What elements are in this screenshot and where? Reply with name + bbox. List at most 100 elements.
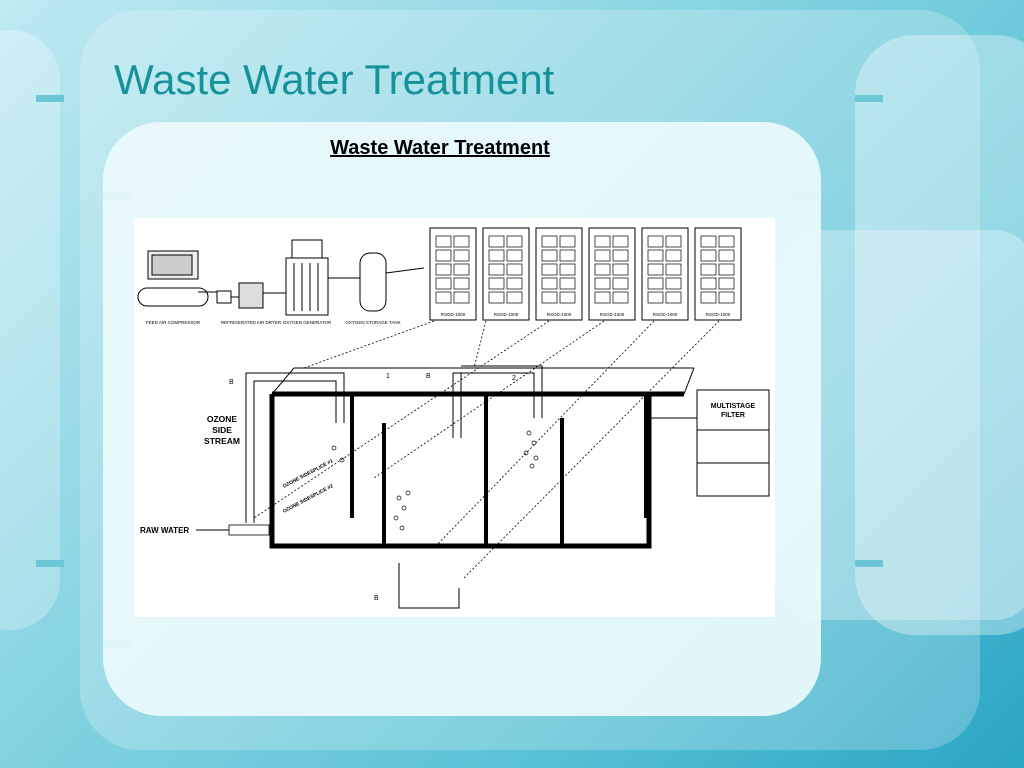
generator-unit-label: RSOD-1000 [547, 312, 572, 317]
generator-cell [435, 235, 452, 248]
equipment-label: REFRIGERATED AIR DRYER [221, 320, 282, 325]
decorative-tick [855, 95, 883, 102]
generator-cell [559, 235, 576, 248]
generator-cell [506, 263, 523, 276]
generator-cell [700, 291, 717, 304]
generator-unit-label: RSOD-1000 [441, 312, 466, 317]
generator-cell [647, 235, 664, 248]
decorative-tick [36, 560, 64, 567]
valve-label: B [426, 373, 431, 380]
generator-cell [594, 263, 611, 276]
generator-cell [665, 263, 682, 276]
sidesplice-label: OZONE SIDESPLICE #2 [282, 483, 334, 515]
equipment-label: FEED AIR COMPRESSOR [146, 320, 201, 325]
filter-label: FILTER [721, 412, 745, 419]
slide-title: Waste Water Treatment [114, 56, 555, 103]
equipment-label: OXYGEN STORAGE TANK [345, 320, 400, 325]
generator-cell [453, 291, 470, 304]
generator-cell [435, 263, 452, 276]
valve-label: B [374, 595, 379, 602]
air-compressor-icon [137, 250, 209, 307]
background-panel [0, 30, 60, 630]
generator-cell [700, 235, 717, 248]
air-dryer-icon [216, 282, 264, 309]
generator-cell [541, 235, 558, 248]
connection-lines [253, 320, 720, 579]
generator-cell [665, 277, 682, 290]
treatment-tank [269, 367, 770, 549]
generator-cell [718, 235, 735, 248]
valve-label: B [229, 379, 234, 386]
side-stream-label: OZONE [207, 414, 238, 424]
generator-cell [541, 263, 558, 276]
generator-cell [612, 277, 629, 290]
generator-cell [541, 277, 558, 290]
generator-cell [559, 277, 576, 290]
generator-cell [541, 249, 558, 262]
generator-cell [647, 263, 664, 276]
generator-cell [594, 277, 611, 290]
generator-cell [612, 235, 629, 248]
background-panel [855, 35, 1024, 635]
generator-cell [594, 291, 611, 304]
generator-cell [665, 291, 682, 304]
generator-cell [541, 291, 558, 304]
side-stream-label: SIDE [212, 425, 232, 435]
generator-cell [665, 235, 682, 248]
generator-cell [506, 249, 523, 262]
generator-cell [506, 291, 523, 304]
raw-water-label: RAW WATER [140, 526, 189, 535]
generator-cell [488, 291, 505, 304]
generator-cell [612, 291, 629, 304]
raw-water-inlet [228, 524, 270, 536]
ozone-bubbles [331, 430, 539, 531]
generator-cell [559, 249, 576, 262]
generator-cell [665, 249, 682, 262]
generator-cell [700, 277, 717, 290]
decorative-tick [36, 95, 64, 102]
callout-label: 2 [512, 375, 516, 382]
decorative-tick [855, 560, 883, 567]
generator-cell [612, 249, 629, 262]
generator-cell [700, 249, 717, 262]
generator-cell [594, 249, 611, 262]
ozone-generator-units: RSOD-1000 RSOD-1000 RSOD-1000 RSOD-1000 RSOD… [429, 227, 742, 321]
generator-cell [700, 263, 717, 276]
generator-cell [488, 249, 505, 262]
generator-cell [718, 263, 735, 276]
treatment-diagram: FEED AIR COMPRESSOR REFRIGERATED AIR DRY… [134, 218, 775, 617]
callout-label: 1 [386, 373, 390, 380]
generator-cell [647, 249, 664, 262]
generator-cell [488, 263, 505, 276]
generator-cell [435, 291, 452, 304]
generator-cell [647, 277, 664, 290]
generator-unit-label: RSOD-1000 [653, 312, 678, 317]
generator-cell [506, 235, 523, 248]
generator-cell [453, 235, 470, 248]
generator-cell [647, 291, 664, 304]
filter-label: MULTISTAGE [711, 403, 756, 410]
generator-cell [594, 235, 611, 248]
generator-cell [559, 291, 576, 304]
oxygen-storage-tank-icon [359, 252, 387, 312]
generator-cell [612, 263, 629, 276]
generator-cell [435, 277, 452, 290]
generator-cell [488, 277, 505, 290]
generator-unit-label: RSOD-1000 [600, 312, 625, 317]
generator-cell [453, 249, 470, 262]
oxygen-generator-icon [285, 239, 329, 316]
generator-cell [559, 263, 576, 276]
side-stream-pipe [245, 365, 543, 609]
generator-cell [718, 291, 735, 304]
generator-cell [435, 249, 452, 262]
generator-unit-label: RSOD-1000 [706, 312, 731, 317]
generator-cell [453, 277, 470, 290]
generator-cell [718, 277, 735, 290]
diagram-subtitle: Waste Water Treatment [330, 137, 550, 159]
equipment-label: OXYGEN GENERATOR [283, 320, 332, 325]
generator-unit-label: RSOD-1000 [494, 312, 519, 317]
equipment-row [137, 239, 425, 316]
side-stream-label: STREAM [204, 436, 240, 446]
generator-cell [718, 249, 735, 262]
generator-cell [488, 235, 505, 248]
